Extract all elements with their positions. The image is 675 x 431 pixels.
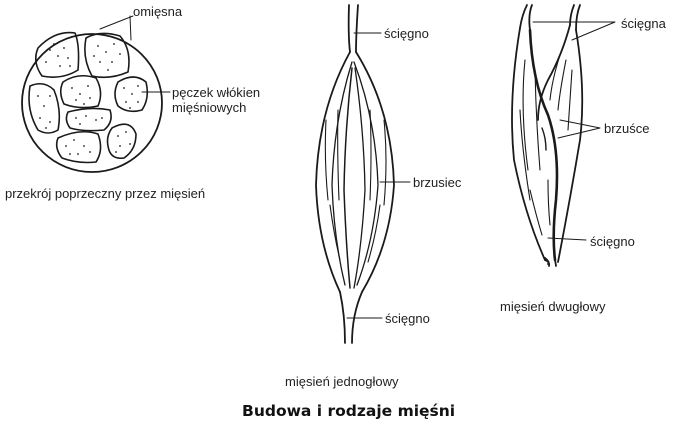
bottom-tendon-label: ścięgno: [385, 311, 430, 326]
two-head-muscle-caption: mięsień dwugłowy: [500, 299, 606, 314]
muscle-bellies-label: brzuśce: [604, 121, 650, 136]
single-head-muscle-caption: mięsień jednogłowy: [285, 374, 399, 389]
figure-title: Budowa i rodzaje mięśni: [242, 402, 456, 420]
cross-section-caption: przekrój poprzeczny przez mięsień: [5, 186, 206, 201]
muscle-belly-label: brzusiec: [413, 175, 462, 190]
muscle-fiber-bundle-label-line2: mięśniowych: [172, 100, 247, 115]
top-tendon-label: ścięgno: [384, 26, 429, 41]
cross-section-drawing: [21, 15, 171, 173]
tendons-label: ścięgna: [621, 16, 666, 31]
perimysium-label: omięsna: [133, 4, 183, 19]
single-head-muscle-drawing: [315, 4, 411, 344]
two-head-bottom-tendon-label: ścięgno: [590, 234, 635, 249]
muscle-fiber-bundle-label-line1: pęczek włókien: [172, 85, 261, 100]
two-head-muscle-drawing: [511, 4, 616, 267]
